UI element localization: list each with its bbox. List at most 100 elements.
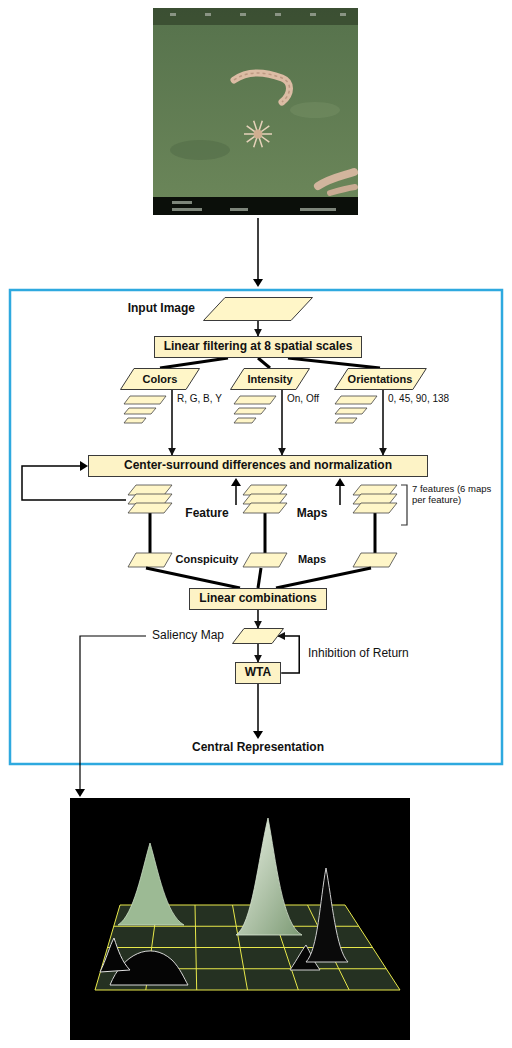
edge-label: Inhibition of Return: [306, 647, 411, 661]
scale-map: [335, 396, 377, 404]
feature-map: [128, 503, 172, 513]
wta-box: WTA: [235, 662, 281, 684]
scale-map: [124, 408, 156, 414]
parallelogram-outline: [203, 297, 313, 321]
stack-link: [149, 513, 152, 553]
node-label: Center-surround differences and normaliz…: [124, 459, 392, 472]
feature-map: [353, 494, 397, 504]
process-box: Linear combinations: [189, 588, 326, 610]
sea-creature-arms: [244, 121, 272, 148]
sediment-patch: [170, 140, 230, 160]
photo-top-band: [153, 8, 358, 25]
scale-map: [234, 408, 266, 414]
node-label: WTA: [245, 666, 271, 679]
overlay-mark: [172, 208, 202, 211]
annotation-label: R, G, B, Y: [177, 393, 222, 405]
saliency-surface-plot: [70, 798, 410, 1040]
scale-map: [234, 396, 276, 404]
photo-bottom-band: [153, 197, 358, 215]
map-stack: [243, 485, 287, 567]
node-label: Linear filtering at 8 spatial scales: [164, 340, 353, 353]
flow-arrow: [171, 390, 173, 455]
annotation-label: Conspicuity: [176, 553, 239, 566]
bracket: [401, 485, 407, 525]
overlay-mark: [340, 13, 346, 16]
model-frame: [10, 290, 502, 764]
feature-channel: Colors: [120, 368, 200, 390]
node-label: Linear combinations: [199, 592, 316, 605]
branch-line: [258, 358, 270, 368]
annotation-label: 0, 45, 90, 138: [388, 393, 449, 405]
flow-arrow: [257, 610, 259, 628]
saliency-map-node: Saliency Map: [232, 628, 284, 644]
scale-map: [124, 418, 146, 423]
branch-line: [288, 358, 380, 368]
annotation-label: On, Off: [287, 393, 319, 405]
overlay-mark: [300, 208, 336, 211]
node-label: Intensity: [247, 373, 292, 385]
output-arrow: [257, 684, 259, 732]
map-stack: [128, 485, 172, 567]
seafloor-photo: [153, 8, 358, 215]
branch-line: [160, 358, 228, 368]
annotation-label: Central Representation: [192, 741, 324, 755]
annotation-label: Feature: [185, 507, 228, 521]
feature-channel: Orientations: [334, 368, 427, 390]
arrow-head: [80, 461, 88, 471]
feature-map: [243, 494, 287, 504]
node-heading: Saliency Map: [152, 629, 224, 642]
conspicuity-map: [243, 553, 287, 567]
process-box: Center-surround differences and normaliz…: [88, 455, 428, 477]
node-label: Colors: [143, 373, 178, 385]
feature-map: [243, 503, 287, 513]
stack-link: [264, 513, 267, 553]
saliency-bump: [100, 938, 130, 972]
map-stack: [353, 485, 397, 567]
overlay-mark: [310, 13, 316, 16]
merge-line: [276, 568, 371, 588]
node-label: Orientations: [348, 373, 413, 385]
arrow-head: [231, 478, 241, 486]
input-image-node: Input Image: [203, 297, 313, 321]
arrow-head: [253, 731, 263, 739]
feature-map: [353, 485, 397, 495]
parallelogram-shape: [233, 629, 284, 644]
arrow-head: [75, 789, 85, 797]
worm: [330, 187, 355, 193]
flow-arrow: [257, 218, 259, 280]
feedback-arrow: [339, 485, 341, 505]
flow-arrow: [281, 390, 283, 455]
overlay-mark: [240, 13, 246, 16]
saliency-peak: [118, 843, 184, 925]
scale-map: [335, 408, 367, 414]
sediment-patch: [290, 102, 340, 118]
annotation-label: Maps: [298, 553, 326, 566]
scale-map: [335, 418, 357, 423]
conspicuity-map: [128, 553, 172, 567]
process-box: Linear filtering at 8 spatial scales: [154, 336, 363, 358]
saliency-peak: [306, 868, 348, 962]
scale-pyramid: [234, 396, 276, 423]
parallelogram-shape: [231, 369, 310, 390]
feature-map: [243, 485, 287, 495]
merge-line: [146, 568, 240, 588]
scale-map: [234, 418, 256, 423]
overlay-mark: [275, 13, 281, 16]
plot-ground: [70, 798, 410, 1040]
overlay-mark: [230, 208, 248, 211]
feature-map: [128, 494, 172, 504]
merge-line: [258, 568, 261, 588]
parallelogram-outline: [232, 628, 284, 644]
parallelogram-shape: [204, 298, 313, 321]
photo-ground: [153, 8, 358, 215]
overlay-mark: [205, 13, 211, 16]
leader-line: [80, 636, 146, 790]
worm: [234, 73, 290, 102]
node-heading: Input Image: [128, 302, 195, 315]
flow-arrow: [257, 644, 259, 662]
stack-link: [374, 513, 377, 553]
overlay-mark: [172, 201, 192, 204]
saliency-peak: [236, 818, 302, 935]
